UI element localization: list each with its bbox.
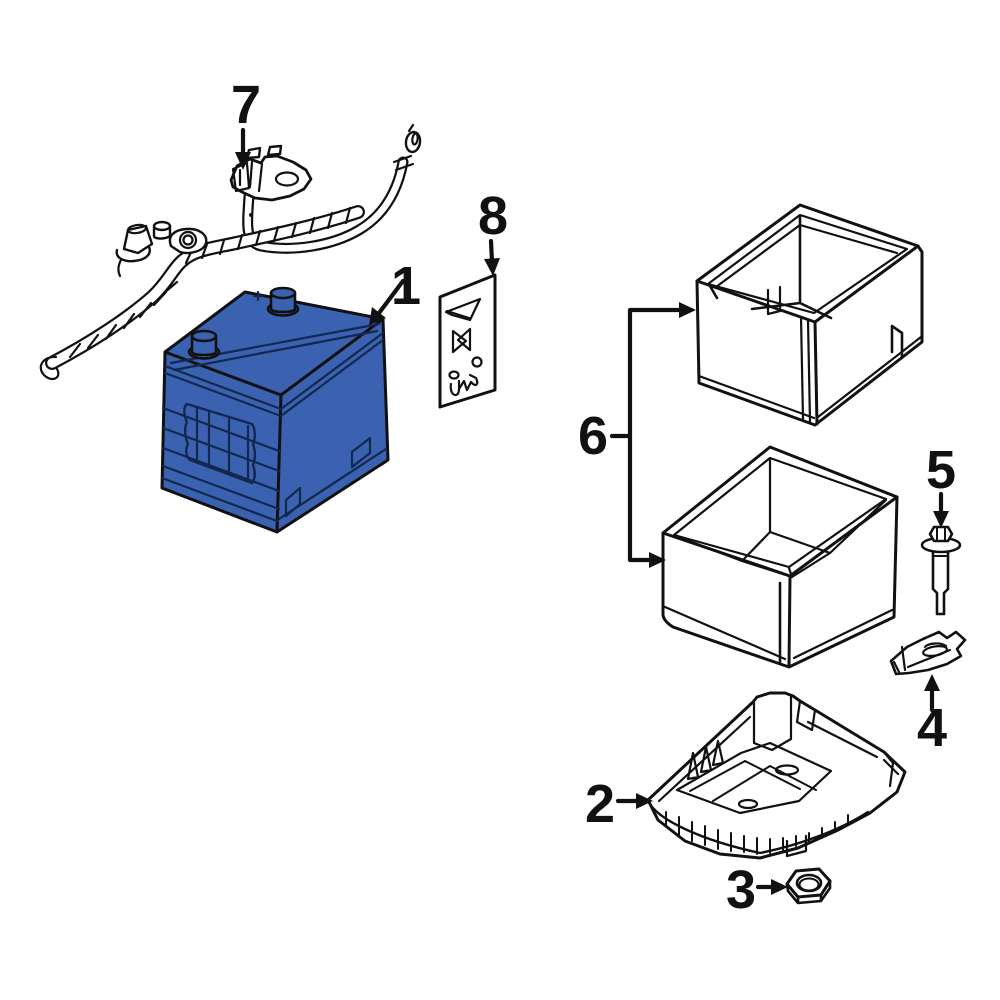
hold-down-bolt xyxy=(920,525,962,616)
tray-hole-1 xyxy=(774,764,800,776)
callout-4-arrowhead xyxy=(924,674,940,691)
callout-2: 2 xyxy=(585,774,653,834)
callout-6-bracket xyxy=(609,307,685,563)
lower-cover-floor xyxy=(674,457,888,579)
battery-cable-assembly xyxy=(39,123,422,381)
hex-nut xyxy=(785,867,832,905)
nut-top-face xyxy=(785,867,832,899)
label-circle-glyph xyxy=(471,356,483,368)
tray-spikes xyxy=(686,739,725,781)
label-dot-glyph xyxy=(448,370,460,380)
callout-3-arrowhead xyxy=(771,879,788,895)
ring-terminal-tab xyxy=(407,123,415,133)
upper-cover-bottom-lips xyxy=(697,335,923,420)
battery-plus-mark xyxy=(252,290,264,302)
nut-hole-inner xyxy=(798,877,820,892)
tray-body xyxy=(646,691,907,860)
callout-1: 1 xyxy=(369,256,421,325)
battery-post-right-top xyxy=(269,286,297,300)
callout-8-arrowhead xyxy=(484,258,500,276)
upper-cover-rim-edges xyxy=(695,244,920,426)
terminal-boot-top xyxy=(126,223,148,235)
callout-8-arrow xyxy=(488,238,495,265)
callout-1-arrowhead xyxy=(369,307,386,325)
callout-1-arrow xyxy=(376,278,406,316)
battery-grille xyxy=(183,402,257,485)
clamp-bracket-folds xyxy=(892,642,952,674)
harness-end-curl xyxy=(39,355,60,381)
label-bowtie-glyph xyxy=(451,327,472,354)
terminal-clamp-ring-outer xyxy=(178,230,198,250)
callout-3-label: 3 xyxy=(726,860,756,920)
callout-6: 6 xyxy=(578,302,696,568)
terminal-cap-top xyxy=(152,220,172,232)
callout-8-label: 8 xyxy=(478,186,508,246)
upper-cover-slot xyxy=(890,324,904,359)
callout-7: 7 xyxy=(231,75,261,170)
callout-2-arrowhead xyxy=(636,793,653,809)
hold-down-clamp xyxy=(889,630,967,676)
callout-7-arrowhead xyxy=(235,152,251,170)
callout-5-label: 5 xyxy=(926,440,956,500)
harness-wrap-hatching xyxy=(68,206,352,359)
callout-1-label: 1 xyxy=(391,256,421,316)
battery-side-ribs xyxy=(161,406,281,511)
tray-skirt-ribs xyxy=(665,811,849,855)
battery-tray xyxy=(646,691,907,860)
cable-terminal-clamp xyxy=(229,144,313,202)
drawing-dot xyxy=(249,213,253,217)
clamp-bracket-plate xyxy=(889,630,967,676)
tray-floor-ribs xyxy=(689,760,817,802)
callout-5: 5 xyxy=(926,440,956,528)
bolt-head-facets xyxy=(932,526,949,557)
nut-side-edges xyxy=(785,879,832,905)
callout-4: 4 xyxy=(917,674,947,758)
clamp-seams xyxy=(238,160,264,193)
battery xyxy=(160,286,390,534)
tray-foot-tab xyxy=(785,834,808,858)
tray-hole-2 xyxy=(737,798,759,810)
tray-floor-platform xyxy=(675,741,833,815)
terminal-clamp-ring-body xyxy=(168,227,208,255)
wrapped-harness-core xyxy=(47,207,363,368)
cable-ferrule xyxy=(392,154,415,172)
lower-cover-bottom-lips xyxy=(663,605,894,661)
clamp-hole xyxy=(274,171,300,187)
battery-lid-bands xyxy=(163,331,385,418)
bolt-head xyxy=(928,525,954,543)
clamp-tab-2 xyxy=(266,144,283,157)
label-script-glyph xyxy=(449,373,479,397)
callout-6-arrowhead-bottom xyxy=(649,552,666,568)
callout-6-arrowhead-top xyxy=(679,302,696,318)
harness-terminal-cluster xyxy=(115,220,208,278)
battery-post-left-top xyxy=(190,329,218,343)
callout-6-label: 6 xyxy=(578,406,608,466)
battery-cover-upper xyxy=(695,203,924,427)
callout-5-arrowhead xyxy=(933,511,949,528)
callout-8: 8 xyxy=(478,186,508,276)
label-flag-glyph xyxy=(444,297,482,322)
callout-3: 3 xyxy=(726,860,788,920)
callouts: 1 2 3 4 5 6 7 xyxy=(231,75,956,920)
warning-label xyxy=(438,273,497,409)
bolt-shaft xyxy=(931,549,950,616)
tray-step-detail xyxy=(795,699,895,788)
upper-cover-corner-band xyxy=(799,315,812,424)
battery-clamp-notches xyxy=(284,436,372,518)
lower-cover-body xyxy=(661,445,899,669)
battery-grille-bars xyxy=(195,406,250,481)
battery-cover-lower xyxy=(661,445,899,669)
ring-terminal-slot xyxy=(411,132,419,146)
callout-7-label: 7 xyxy=(231,75,261,135)
terminal-clamp-ring-inner xyxy=(182,234,194,246)
upper-cover-divider xyxy=(766,285,782,316)
callout-2-label: 2 xyxy=(585,774,615,834)
